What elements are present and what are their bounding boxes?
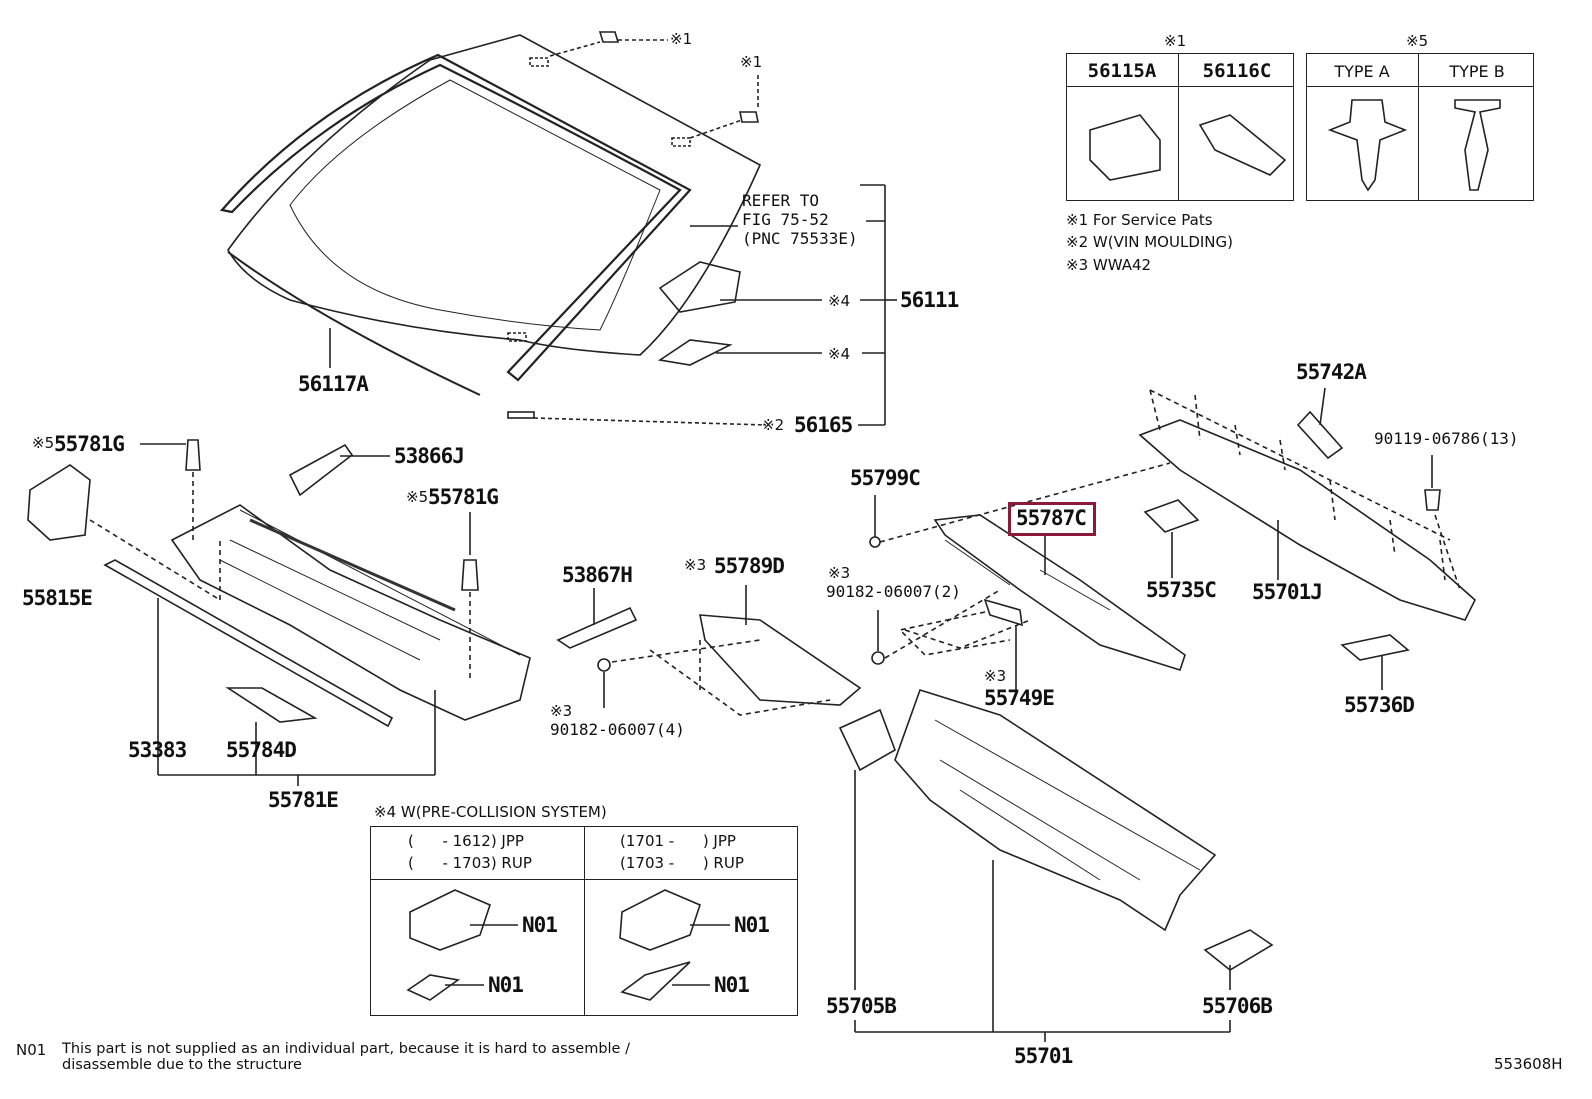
clip-type-table (1306, 53, 1534, 201)
part-55706B[interactable]: 55706B (1202, 994, 1273, 1018)
part-55701[interactable]: 55701 (1014, 1044, 1073, 1068)
note-mark-5b: ※5 (406, 488, 429, 506)
part-90119-06786-13[interactable]: 90119-06786(13) (1374, 429, 1519, 448)
part-90182-06007-2[interactable]: 90182-06007(2) (826, 582, 961, 601)
lower-strip (227, 251, 481, 396)
part-55735C[interactable]: 55735C (1146, 578, 1217, 602)
note-mark-5a: ※5 (32, 434, 55, 452)
part-55781E[interactable]: 55781E (268, 788, 339, 812)
diagram-id: 553608H (1494, 1055, 1563, 1073)
note-mark-3a: ※3 (684, 556, 707, 574)
cowl-upper-panel (1138, 419, 1476, 621)
type-table-mark: ※5 (1406, 32, 1429, 50)
part-55781G-a[interactable]: 55781G (54, 432, 125, 456)
part-55705B[interactable]: 55705B (826, 994, 897, 1018)
footer-line-2: disassemble due to the structure (62, 1057, 302, 1073)
selected-part-highlight (1008, 502, 1096, 536)
cowl-top-ventilator (933, 514, 1186, 671)
part-90182-06007-4[interactable]: 90182-06007(4) (550, 720, 685, 739)
note-3: ※3 WWA42 (1066, 256, 1152, 274)
service-table-col-56115A[interactable]: 56115A (1087, 60, 1157, 82)
precollision-n01-c[interactable]: N01 (734, 913, 770, 937)
note-mark-3c: ※3 (828, 564, 851, 582)
part-55799C[interactable]: 55799C (850, 466, 921, 490)
cowl-top-panel (170, 504, 531, 721)
footer-code: N01 (16, 1041, 47, 1059)
note-mark-1b: ※1 (740, 53, 763, 71)
windshield-moulding (219, 53, 692, 382)
dash-panel (894, 689, 1217, 932)
part-55736D[interactable]: 55736D (1344, 693, 1415, 717)
service-table-col-56116C[interactable]: 56116C (1202, 60, 1272, 82)
part-55701J[interactable]: 55701J (1252, 580, 1323, 604)
note-2: ※2 W(VIN MOULDING) (1066, 233, 1233, 251)
cowl-louver (699, 614, 862, 706)
seal-strip (103, 559, 394, 728)
refer-line-1: REFER TO (742, 191, 820, 210)
type-a-header: TYPE A (1334, 62, 1390, 81)
precollision-n01-b[interactable]: N01 (488, 973, 524, 997)
note-mark-3d: ※3 (984, 667, 1007, 685)
part-55742A[interactable]: 55742A (1296, 360, 1367, 384)
service-parts-table (1066, 53, 1294, 201)
precollision-left-rup: ( - 1703) RUP (408, 854, 532, 872)
note-mark-1a: ※1 (670, 30, 693, 48)
precollision-left-jpp: ( - 1612) JPP (408, 832, 524, 850)
type-b-header: TYPE B (1449, 62, 1505, 81)
footer-line-1: This part is not supplied as an individu… (62, 1041, 630, 1057)
service-table-mark: ※1 (1164, 32, 1187, 50)
note-mark-4a: ※4 (828, 292, 851, 310)
refer-line-3: (PNC 75533E) (742, 229, 858, 248)
precollision-right-jpp: (1701 - ) JPP (620, 832, 736, 850)
part-56117A[interactable]: 56117A (298, 372, 369, 396)
part-55749E[interactable]: 55749E (984, 686, 1055, 710)
precollision-n01-d[interactable]: N01 (714, 973, 750, 997)
note-mark-3b: ※3 (550, 702, 573, 720)
part-53867H[interactable]: 53867H (562, 563, 633, 587)
precollision-n01-a[interactable]: N01 (522, 913, 558, 937)
part-56165[interactable]: 56165 (794, 413, 853, 437)
part-55815E[interactable]: 55815E (22, 586, 93, 610)
side-cover (27, 464, 91, 541)
precollision-right-rup: (1703 - ) RUP (620, 854, 744, 872)
note-mark-4b: ※4 (828, 345, 851, 363)
part-55781G-b[interactable]: 55781G (428, 485, 499, 509)
part-55787C[interactable]: 55787C (1016, 506, 1087, 530)
cowl-side-seal (556, 606, 638, 649)
windshield-glass (227, 34, 762, 356)
part-53866J[interactable]: 53866J (394, 444, 465, 468)
part-53383[interactable]: 53383 (128, 738, 187, 762)
note-mark-2: ※2 (762, 416, 785, 434)
precollision-title: ※4 W(PRE-COLLISION SYSTEM) (374, 803, 607, 821)
refer-line-2: FIG 75-52 (742, 210, 829, 229)
part-55789D[interactable]: 55789D (714, 554, 785, 578)
part-55784D[interactable]: 55784D (226, 738, 297, 762)
part-56111[interactable]: 56111 (900, 288, 959, 312)
note-1: ※1 For Service Pats (1066, 211, 1213, 229)
